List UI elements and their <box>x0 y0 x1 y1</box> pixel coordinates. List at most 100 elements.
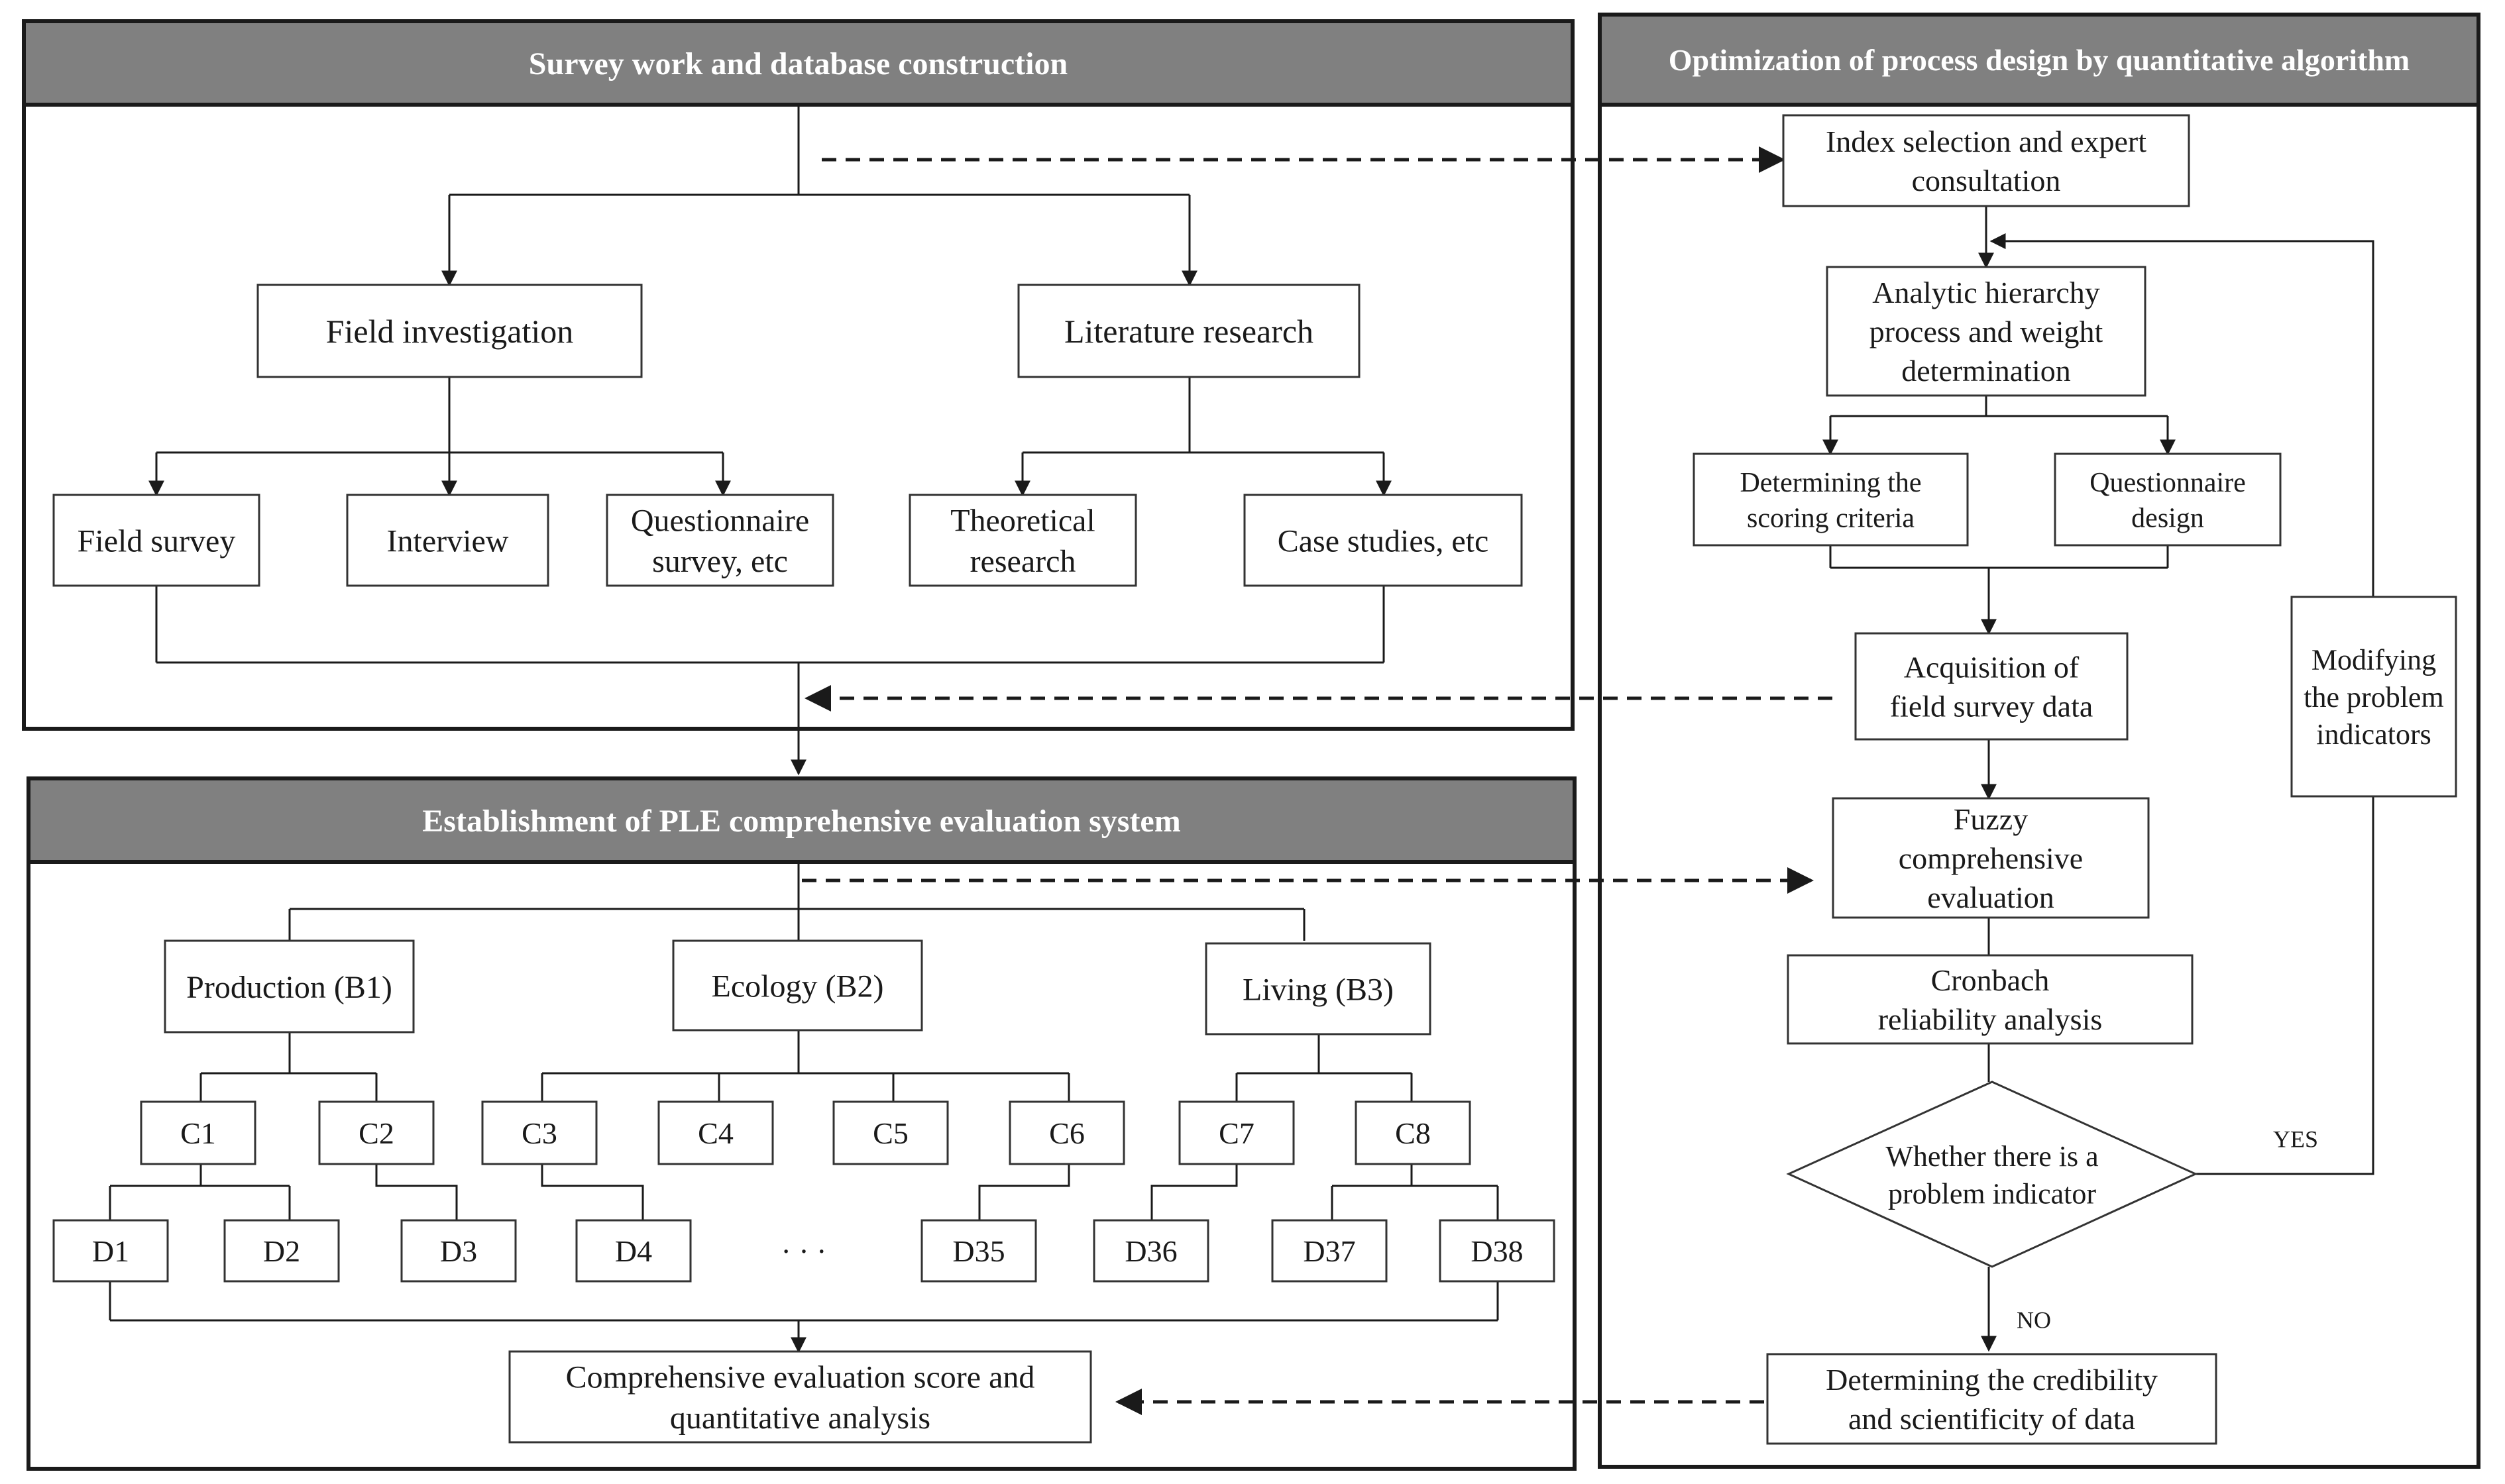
case-studies-node-box <box>1243 494 1523 587</box>
decision-diamond <box>1786 1081 2198 1268</box>
fuzzy-node-label-line-3: evaluation <box>1927 880 2054 914</box>
c1-node-label: C1 <box>180 1116 216 1150</box>
field-investigation-node-box <box>256 284 643 378</box>
d4-node: D4 <box>575 1219 692 1283</box>
final-score-node-label: Comprehensive evaluation score and quanti… <box>566 1360 1035 1436</box>
literature-research-node-label-line-1: Literature research <box>1064 313 1313 350</box>
modifying-loop <box>1989 233 2374 597</box>
c7-node: C7 <box>1178 1100 1295 1165</box>
final-score-node-box <box>508 1350 1092 1444</box>
c3-to-d4 <box>541 1164 644 1220</box>
d1-node-box <box>52 1219 169 1283</box>
survey-panel-title-line-1: Survey work and database construction <box>529 46 1068 81</box>
index-selection-node-label: Index selection and expert consultation <box>1826 125 2146 197</box>
c4-node-box <box>657 1100 774 1165</box>
field-survey-node-box <box>52 494 260 587</box>
decision-label-line-2: problem indicator <box>1888 1178 2096 1210</box>
final-score-node: Comprehensive evaluation score and quanti… <box>508 1350 1092 1444</box>
cronbach-node-box <box>1787 954 2194 1045</box>
ecology-node: Ecology (B2) <box>672 939 923 1032</box>
index-selection-node-label-line-1: Index selection and expert <box>1826 125 2146 158</box>
optimization-panel-title: Optimization of process design by quanti… <box>1669 43 2410 77</box>
d2-node-box <box>223 1219 340 1283</box>
no-label: NO <box>2017 1307 2051 1334</box>
case-studies-node: Case studies, etc <box>1243 494 1523 587</box>
c6-node-box <box>1009 1100 1125 1165</box>
modifying-node-label-line-1: Modifying <box>2311 644 2436 676</box>
connectors-layer <box>109 105 2374 1415</box>
modifying-node-label-line-3: indicators <box>2316 718 2431 751</box>
literature-research-node: Literature research <box>1017 284 1361 378</box>
final-score-node-label-line-1: Comprehensive evaluation score and <box>566 1360 1035 1395</box>
c3-node-box <box>481 1100 598 1165</box>
fuzzy-node-label-line-2: comprehensive <box>1899 841 2083 875</box>
d36-node-label: D36 <box>1125 1234 1177 1268</box>
production-node-label-line-1: Production (B1) <box>186 970 392 1005</box>
c6-node-label-line-1: C6 <box>1049 1116 1085 1150</box>
d38-node-label: D38 <box>1471 1234 1523 1268</box>
d35-node: D35 <box>920 1219 1037 1283</box>
index-selection-node-label-line-2: consultation <box>1912 164 2061 197</box>
d35-node-label: D35 <box>952 1234 1005 1268</box>
establishment-panel-title: Establishment of PLE comprehensive evalu… <box>422 804 1180 839</box>
c8-node: C8 <box>1355 1100 1471 1165</box>
c8-node-label: C8 <box>1395 1116 1431 1150</box>
questionnaire-survey-node-label-line-2: survey, etc <box>652 544 788 579</box>
c2-node-box <box>318 1100 435 1165</box>
c1-node: C1 <box>140 1100 256 1165</box>
optimization-panel-header <box>1598 13 2480 107</box>
case-studies-node-label-line-1: Case studies, etc <box>1278 523 1489 558</box>
cronbach-node-label-line-1: Cronbach <box>1931 963 2050 997</box>
interview-node: Interview <box>346 494 549 587</box>
production-node: Production (B1) <box>164 939 415 1034</box>
credibility-node-box <box>1766 1353 2217 1445</box>
modifying-node-box <box>2290 596 2457 798</box>
questionnaire-survey-node-box <box>606 494 834 587</box>
c4-node-label: C4 <box>698 1116 734 1150</box>
d4-node-box <box>575 1219 692 1283</box>
field-investigation-node-label: Field investigation <box>326 313 574 350</box>
optimization-panel-title-line-1: Optimization of process design by quanti… <box>1669 43 2410 77</box>
ecology-node-box <box>672 939 923 1032</box>
establishment-panel-title-line-1: Establishment of PLE comprehensive evalu… <box>422 804 1180 839</box>
d3-node-label: D3 <box>440 1234 477 1268</box>
survey-panel-header <box>22 19 1575 107</box>
c6-node: C6 <box>1009 1100 1125 1165</box>
questionnaire-design-node-box <box>2054 452 2282 547</box>
ahp-node-box <box>1826 266 2146 397</box>
c4-node-label-line-1: C4 <box>698 1116 734 1150</box>
acquisition-node-label-line-1: Acquisition of <box>1904 651 2080 684</box>
d3-node-label-line-1: D3 <box>440 1234 477 1268</box>
d37-node-label: D37 <box>1303 1234 1355 1268</box>
literature-research-node-label: Literature research <box>1064 313 1313 350</box>
d1-node: D1 <box>52 1219 169 1283</box>
ecology-node-label-line-1: Ecology (B2) <box>712 969 884 1004</box>
final-score-node-label-line-2: quantitative analysis <box>670 1401 930 1436</box>
field-investigation-node-label-line-1: Field investigation <box>326 313 574 350</box>
yes-label: YES <box>2273 1126 2318 1153</box>
c5-node-label-line-1: C5 <box>873 1116 909 1150</box>
theoretical-research-node-label-line-1: Theoretical <box>950 504 1095 539</box>
establishment-panel-header <box>27 776 1577 864</box>
d35-node-label-line-1: D35 <box>952 1234 1005 1268</box>
c7-node-box <box>1178 1100 1295 1165</box>
scoring-criteria-node-label-line-2: scoring criteria <box>1747 504 1915 534</box>
d38-node-label-line-1: D38 <box>1471 1234 1523 1268</box>
ellipsis-text-line-1: · · · <box>781 1234 827 1268</box>
d38-node-box <box>1439 1219 1555 1283</box>
living-node-box <box>1205 942 1431 1035</box>
interview-node-label: Interview <box>387 523 509 558</box>
interview-node-label-line-1: Interview <box>387 523 509 558</box>
interview-node-box <box>346 494 549 587</box>
panels-layer: Survey work and database construction Opt… <box>22 13 2480 1471</box>
